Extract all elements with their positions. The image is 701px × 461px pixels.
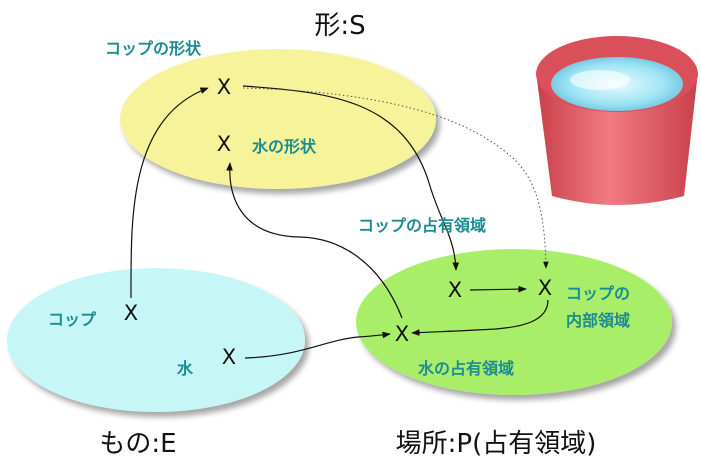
cup-picture — [536, 36, 698, 205]
arrow-water-occupied-to-water-shape — [226, 162, 403, 319]
arrow-cup-to-cup-shape — [130, 87, 209, 299]
arrow-water-to-water-occupied — [244, 331, 391, 359]
things-ellipse — [7, 268, 305, 412]
label-cup-interior-line1: コップの — [566, 284, 630, 303]
mark-cup-interior: X — [538, 276, 552, 300]
mark-cup-occupied: X — [448, 278, 462, 302]
form-caption: 形:S — [314, 11, 365, 41]
place-caption: 場所:P(占有領域) — [396, 429, 597, 459]
arrow-occupied-to-interior — [469, 285, 527, 293]
mark-water: X — [222, 345, 236, 369]
label-cup: コップ — [48, 310, 97, 329]
arrow-cup-shape-to-cup-interior — [242, 87, 549, 269]
form-ellipse — [120, 49, 436, 189]
cup-water-highlight — [570, 70, 630, 90]
label-water-shape: 水の形状 — [252, 137, 317, 156]
mark-water-shape: X — [217, 132, 231, 156]
label-water-occupied: 水の占有領域 — [418, 359, 514, 378]
arrow-cup-shape-to-cup-occupied — [242, 85, 460, 271]
mark-water-occupied: X — [395, 322, 409, 346]
mark-cup: X — [124, 301, 138, 325]
label-cup-shape: コップの形状 — [105, 39, 202, 58]
label-water: 水 — [177, 359, 194, 378]
place-ellipse — [356, 249, 672, 395]
things-caption: もの:E — [99, 429, 176, 459]
arrow-interior-to-water-occupied — [411, 299, 549, 336]
mark-cup-shape: X — [217, 75, 231, 99]
label-cup-interior-line2: 内部領域 — [566, 311, 630, 330]
label-cup-occupied: コップの占有領域 — [358, 216, 486, 235]
